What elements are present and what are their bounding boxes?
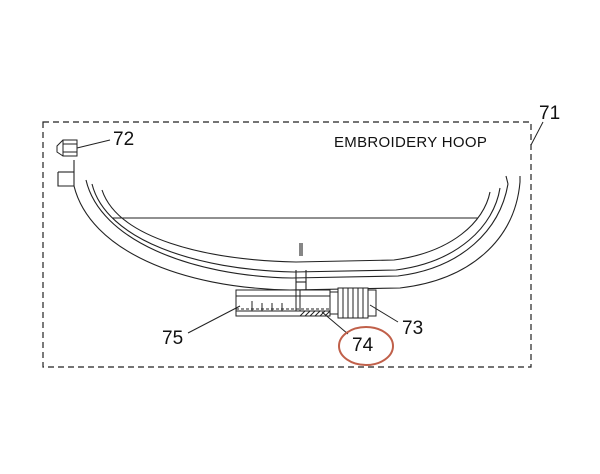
- mount-screw: [56, 139, 111, 157]
- assembly-boundary: [42, 121, 532, 368]
- hoop-frame: [57, 160, 521, 291]
- highlight-ellipse: [338, 326, 394, 366]
- label-72: 72: [113, 129, 135, 150]
- label-73: 73: [402, 318, 424, 339]
- leader-71: [530, 121, 544, 146]
- label-71: 71: [539, 103, 561, 124]
- adjust-knob: [329, 287, 377, 319]
- label-75: 75: [162, 328, 184, 349]
- clamp-bar: [235, 289, 331, 317]
- diagram-title: EMBROIDERY HOOP: [334, 134, 488, 151]
- leader-73: [369, 304, 399, 323]
- leader-74: [321, 311, 349, 335]
- label-74: 74: [352, 335, 374, 356]
- leader-75: [187, 305, 241, 334]
